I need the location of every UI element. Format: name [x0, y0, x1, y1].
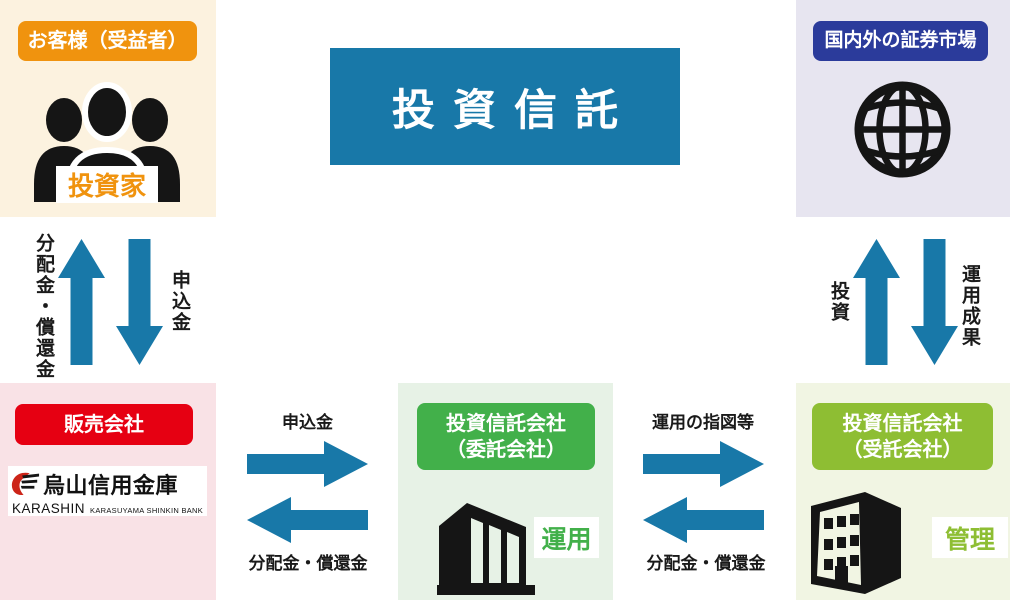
- bank-sub-name: KARASUYAMA SHINKIN BANK: [90, 505, 204, 515]
- arrow-left-icon: [643, 497, 764, 543]
- bank-logo-mark-icon: [11, 472, 40, 496]
- flow-right-up-label: 投資: [828, 281, 849, 323]
- trustee-caption: 管理: [932, 517, 1008, 558]
- flow-left-up-label: 分配金・償還金: [33, 233, 54, 380]
- bank-name: 烏山信用金庫: [43, 472, 179, 498]
- globe-icon: [854, 81, 951, 178]
- trustee-label: 投資信託会社 （受託会社）: [812, 403, 993, 470]
- karashin-bank-logo: 烏山信用金庫 KARASHIN KARASUYAMA SHINKIN BANK: [8, 466, 207, 516]
- flow-left-down-label: 申込金: [169, 270, 190, 333]
- flow-right-down-label: 運用成果: [959, 264, 980, 348]
- customer-label: お客様（受益者）: [18, 21, 197, 61]
- flow-br-right-label: 運用の指図等: [652, 413, 754, 432]
- distributor-label: 販売会社: [15, 404, 193, 445]
- securities-market-label: 国内外の証券市場: [813, 21, 988, 61]
- bank-romaji: KARASHIN: [12, 500, 86, 516]
- trustor-label: 投資信託会社 （委託会社）: [417, 403, 595, 470]
- diagram-title-box: 投資信託: [330, 48, 680, 165]
- trustor-caption: 運用: [534, 517, 599, 558]
- flow-bl-left-label: 分配金・償還金: [248, 554, 368, 573]
- modern-building-icon: [437, 503, 535, 595]
- arrow-down-icon: [911, 239, 958, 365]
- arrow-right-icon: [643, 441, 764, 487]
- arrow-up-icon: [58, 239, 105, 365]
- arrow-left-icon: [247, 497, 368, 543]
- office-building-icon: [811, 492, 901, 594]
- diagram-title: 投資信託: [391, 86, 637, 135]
- flow-bl-right-label: 申込金: [282, 413, 333, 432]
- flow-br-left-label: 分配金・償還金: [646, 554, 766, 573]
- arrow-down-icon: [116, 239, 163, 365]
- investor-caption: 投資家: [56, 166, 158, 203]
- arrow-up-icon: [853, 239, 900, 365]
- arrow-right-icon: [247, 441, 368, 487]
